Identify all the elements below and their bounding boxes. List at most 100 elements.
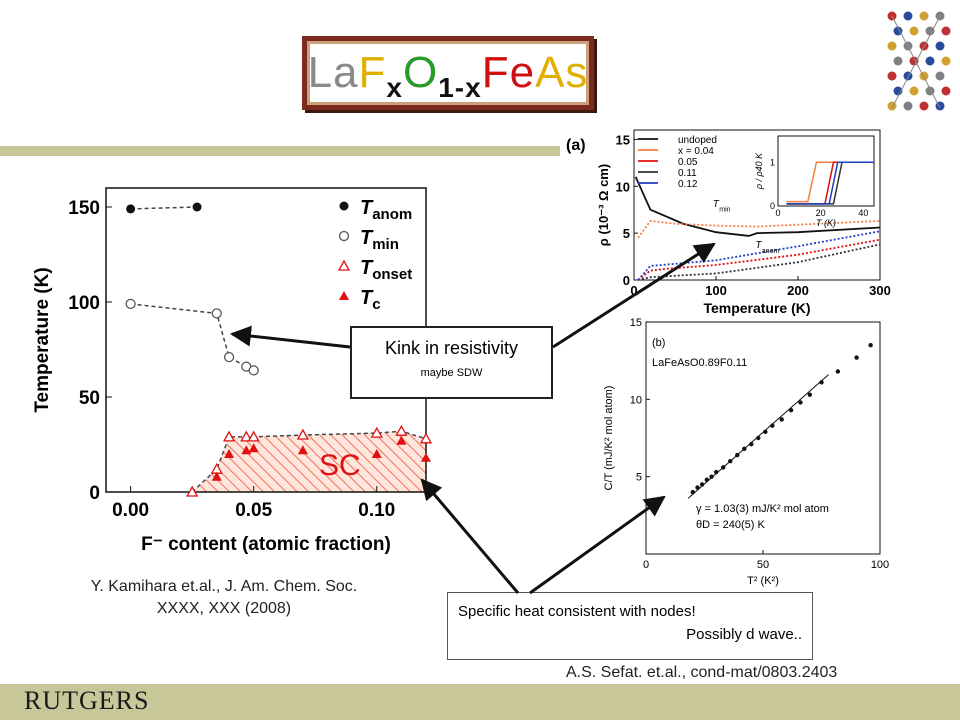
marker-onset xyxy=(296,428,310,440)
series-line xyxy=(637,238,881,281)
x-tick-label: 200 xyxy=(787,283,809,298)
x-axis-label: T² (K²) xyxy=(747,575,779,587)
annotation-tmin-sub: min xyxy=(719,207,730,214)
atom xyxy=(941,26,951,36)
data-point xyxy=(807,392,812,397)
annotation-tanom: T xyxy=(755,240,762,251)
legend-label: 0.05 xyxy=(678,157,698,168)
marker-onset xyxy=(247,430,260,442)
bottom-band xyxy=(0,684,960,720)
data-point xyxy=(763,429,768,435)
marker-onset xyxy=(419,432,433,444)
y-tick-label: 50 xyxy=(79,388,100,409)
y-tick-label: 0 xyxy=(623,273,630,288)
inset-y-tick: 0 xyxy=(770,201,775,211)
marker-onset xyxy=(240,430,253,442)
inset-x-tick: 40 xyxy=(858,208,868,218)
legend-name: T xyxy=(360,287,374,309)
arrow-to-kink xyxy=(552,242,716,349)
marker-tc xyxy=(297,445,308,455)
data-point xyxy=(798,400,803,405)
kink-callout-title: Kink in resistivity xyxy=(384,338,519,358)
x-tick-label: 0 xyxy=(643,559,649,571)
marker-min xyxy=(338,230,350,242)
x-tick-label: 0 xyxy=(630,283,637,298)
y-tick-label: 10 xyxy=(616,179,630,194)
atom xyxy=(887,41,897,51)
atom xyxy=(941,56,951,66)
x-tick-label: 100 xyxy=(705,283,727,298)
y-tick-label: 10 xyxy=(630,394,642,406)
arrow-to-tmin xyxy=(229,325,351,349)
legend-sub: onset xyxy=(372,266,412,283)
legend-label: 0.11 xyxy=(678,168,697,179)
data-point xyxy=(690,489,695,495)
sample-label: LaFeAsO0.89F0.11 xyxy=(652,357,747,369)
title-part: F xyxy=(358,48,387,97)
y-tick-label: 15 xyxy=(616,132,630,147)
marker-min xyxy=(223,351,235,363)
data-point xyxy=(714,469,719,475)
title-part: 1-x xyxy=(438,72,482,103)
citation-left-line2: XXXX, XXX (2008) xyxy=(156,600,292,617)
panel-label: (b) xyxy=(652,337,665,349)
x-tick-label: 100 xyxy=(871,559,889,571)
atom xyxy=(903,11,913,21)
legend-label: 0.12 xyxy=(678,179,698,190)
marker-tc xyxy=(396,435,407,445)
specific-heat-callout: Specific heat consistent with nodes! Pos… xyxy=(447,592,813,660)
legend-label: Tanom xyxy=(360,197,412,223)
fit-theta: θD = 240(5) K xyxy=(696,519,765,531)
atom xyxy=(909,26,919,36)
fit-gamma: γ = 1.03(3) mJ/K² mol atom xyxy=(696,503,829,515)
inset-x-tick: 20 xyxy=(816,208,826,218)
atom xyxy=(941,86,951,96)
marker-tc xyxy=(371,449,382,458)
legend-label: Tc xyxy=(360,287,381,313)
atom xyxy=(903,101,913,111)
y-axis-label: Temperature (K) xyxy=(32,267,53,412)
legend-sub: min xyxy=(372,236,399,253)
data-point xyxy=(788,407,794,413)
marker-tc xyxy=(211,471,222,481)
legend-label: Tonset xyxy=(360,257,412,283)
heat-callout-line1: Specific heat consistent with nodes! xyxy=(458,603,696,620)
data-point xyxy=(721,465,726,470)
marker-tc xyxy=(224,449,235,458)
heat-callout-line2: Possibly d wave.. xyxy=(686,626,802,643)
marker-anom xyxy=(126,204,136,214)
atom xyxy=(887,71,897,81)
legend-name: T xyxy=(360,227,374,249)
arrow-to-sc xyxy=(420,478,520,594)
inset-series xyxy=(786,161,874,205)
atom xyxy=(919,11,929,21)
legend-label: x = 0.04 xyxy=(678,146,714,157)
title-part: La xyxy=(307,48,359,97)
slide-title: LaFxO1-xFeAs xyxy=(307,41,589,120)
marker-tc xyxy=(248,443,259,453)
atom xyxy=(925,26,935,36)
citation-right: A.S. Sefat. et.al., cond-mat/0803.2403 xyxy=(566,664,838,681)
top-rule xyxy=(0,146,560,156)
atom xyxy=(909,86,919,96)
atom xyxy=(935,71,945,81)
series-line xyxy=(637,243,881,281)
series-line xyxy=(637,219,881,239)
marker-min xyxy=(125,298,136,310)
data-point xyxy=(695,485,700,490)
data-point xyxy=(735,452,740,458)
kink-callout: Kink in resistivity maybe SDW xyxy=(350,326,553,399)
y-axis-label: C/T (mJ/K² mol atom) xyxy=(603,386,615,491)
y-tick-label: 15 xyxy=(630,317,642,329)
legend-sub: c xyxy=(372,296,380,313)
y-tick-label: 100 xyxy=(68,293,100,314)
inset-x-label: T (K) xyxy=(816,218,836,228)
marker-onset xyxy=(395,424,408,436)
legend-name: T xyxy=(360,197,374,219)
data-point xyxy=(819,380,824,385)
legend-sub: anom xyxy=(372,206,412,223)
data-point xyxy=(756,435,761,441)
marker-anom xyxy=(339,201,349,211)
